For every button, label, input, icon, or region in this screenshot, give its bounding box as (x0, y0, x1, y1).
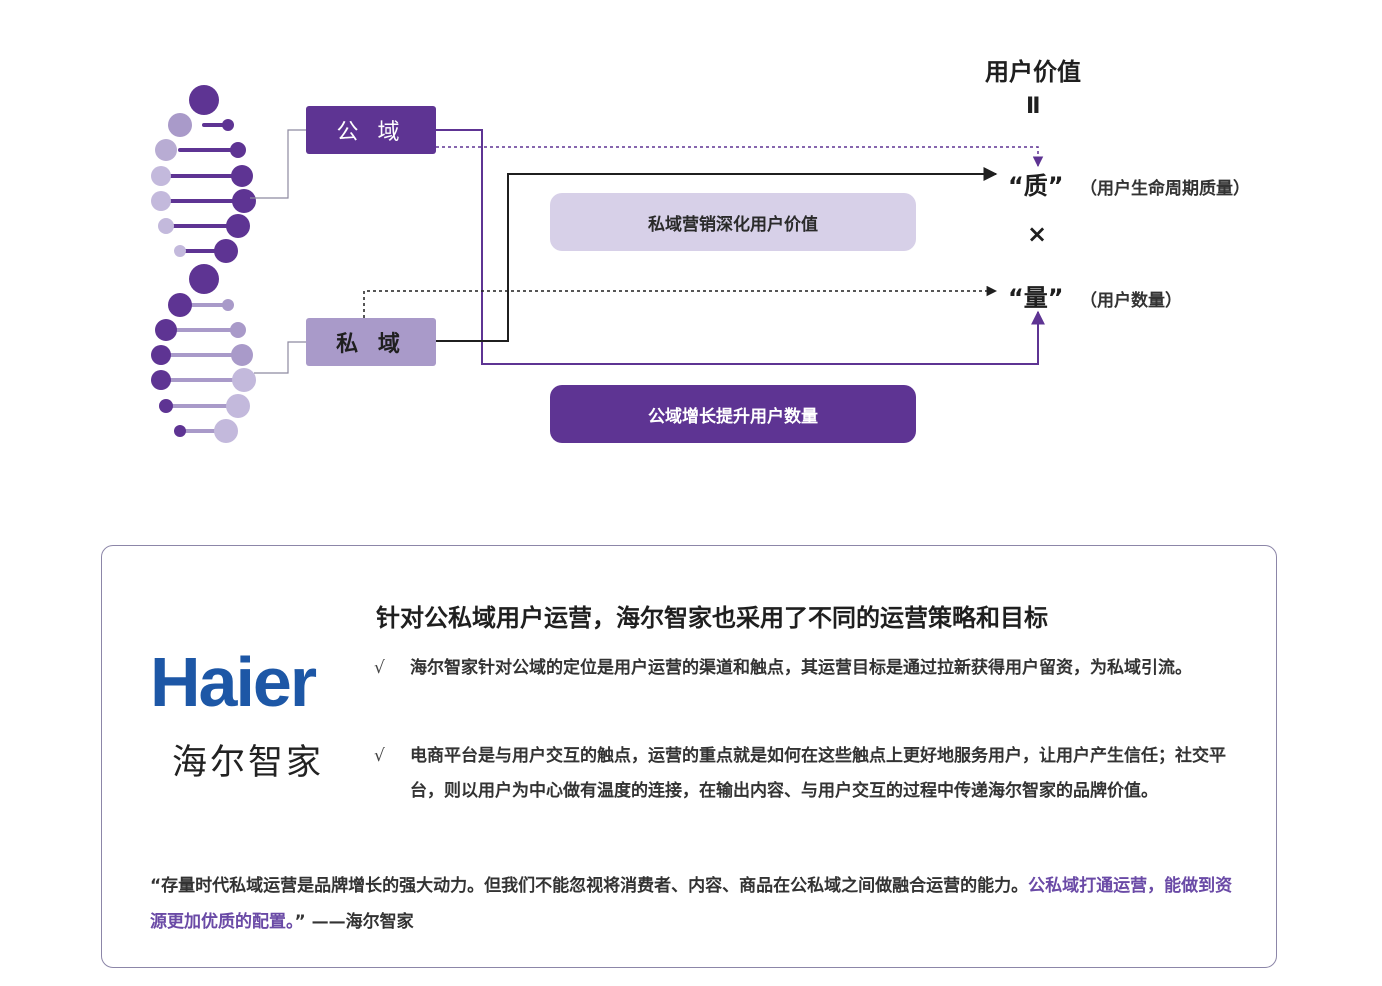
helix-connector-public (250, 129, 306, 199)
public-growth-pill: 公域增长提升用户数量 (550, 385, 916, 443)
public-pill-label: 公域增长提升用户数量 (648, 406, 818, 427)
quality-note: （用户生命周期质量） (1080, 179, 1250, 199)
private-to-quantity-dotted (363, 285, 998, 318)
public-to-quality-dotted (436, 146, 1044, 168)
check-icon: √ (374, 658, 385, 678)
times-symbol: × (1027, 220, 1048, 248)
quantity-label: “量” (1008, 284, 1064, 312)
bullet-text-1: 海尔智家针对公域的定位是用户运营的渠道和触点，其运营目标是通过拉新获得用户留资，… (410, 658, 1192, 678)
user-value-title: 用户价值 (985, 58, 1081, 86)
quote-attribution: ” ——海尔智家 (294, 912, 414, 932)
card-heading: 针对公私域用户运营，海尔智家也采用了不同的运营策略和目标 (376, 604, 1048, 632)
public-domain-label: 公 域 (336, 120, 406, 145)
diagram-canvas (151, 85, 1045, 443)
bullet-text-2: 电商平台是与用户交互的触点，运营的重点就是如何在这些触点上更好地服务用户，让用户… (410, 746, 1226, 801)
private-domain-label: 私 域 (336, 332, 406, 357)
quote-main-text: “存量时代私域运营是品牌增长的强大动力。但我们不能忽视将消费者、内容、商品在公私… (150, 876, 1029, 896)
brand-quote: “存量时代私域运营是品牌增长的强大动力。但我们不能忽视将消费者、内容、商品在公私… (150, 868, 1240, 940)
private-to-quality-line (436, 167, 998, 342)
public-to-quantity-line (436, 129, 1045, 365)
private-domain-box: 私 域 (306, 318, 436, 366)
quality-label: “质” (1008, 172, 1064, 200)
quote-highlight-text: 公私域打通运营，能做到资源更加优质的配置。 (150, 876, 1233, 932)
public-domain-box: 公 域 (306, 106, 436, 154)
equals-symbol: Ⅱ (1026, 94, 1041, 119)
check-icon: √ (374, 746, 385, 766)
private-pill-label: 私域营销深化用户价值 (648, 214, 818, 235)
helix-connector-private (254, 341, 306, 374)
info-card: Haier 海尔智家 针对公私域用户运营，海尔智家也采用了不同的运营策略和目标 … (101, 545, 1277, 968)
brand-name-cn: 海尔智家 (172, 743, 325, 783)
dna-helix-icon (151, 85, 256, 443)
bullet-item-2: √ 电商平台是与用户交互的触点，运营的重点就是如何在这些触点上更好地服务用户，让… (374, 739, 1234, 809)
bullet-item-1: √ 海尔智家针对公域的定位是用户运营的渠道和触点，其运营目标是通过拉新获得用户留… (374, 651, 1234, 686)
quantity-note: （用户数量） (1080, 291, 1182, 311)
private-marketing-pill: 私域营销深化用户价值 (550, 193, 916, 251)
haier-logo: Haier (150, 643, 317, 721)
